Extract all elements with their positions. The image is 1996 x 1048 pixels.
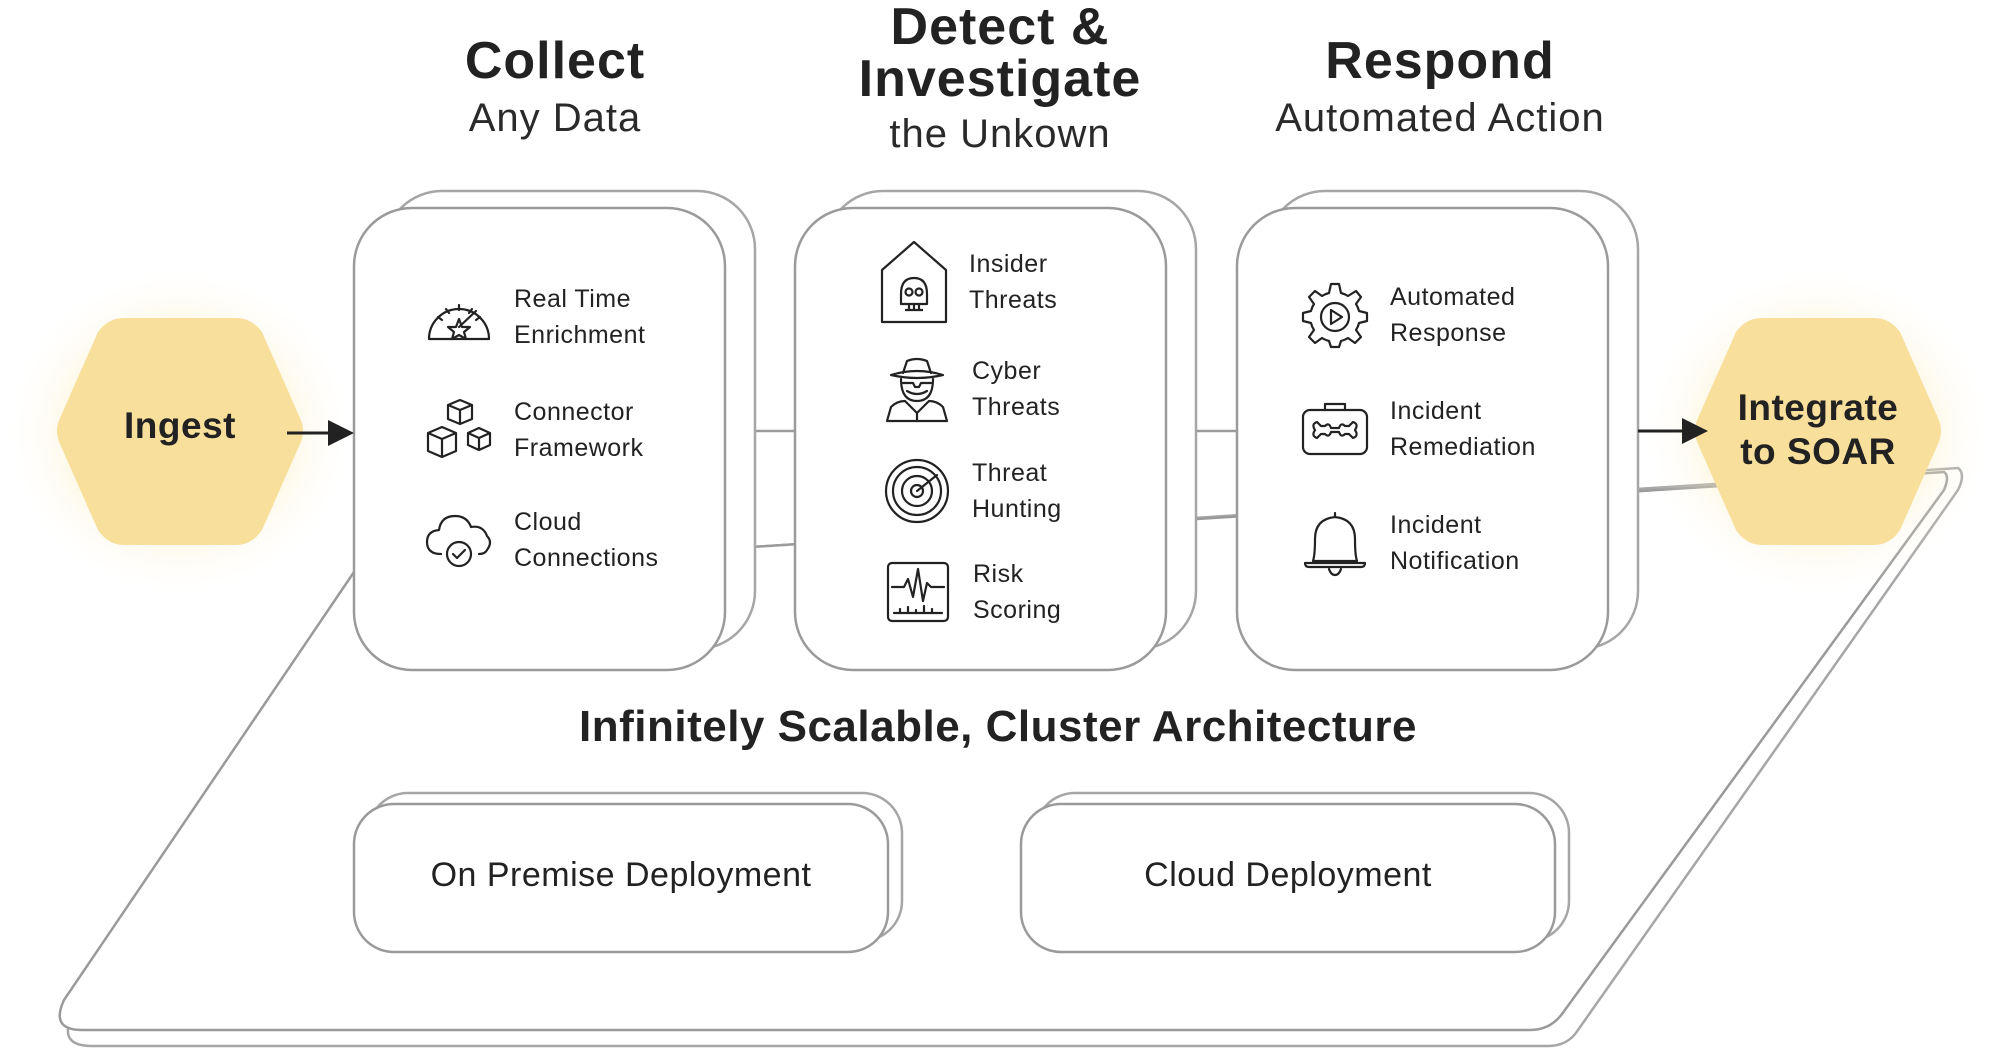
detect-item-insider-threats: Insider Threats: [877, 240, 1058, 324]
item-line1: Insider: [969, 250, 1048, 278]
item-line1: Risk: [973, 560, 1024, 588]
bell-icon: [1298, 506, 1372, 580]
item-line1: Automated: [1390, 283, 1516, 311]
detect-item-risk-scoring: Risk Scoring: [881, 555, 1061, 629]
gear-play-icon: [1298, 278, 1372, 352]
collect-item-cloud-connections: Cloud Connections: [422, 503, 658, 577]
item-line1: Connector: [514, 398, 634, 426]
soar-label-line1: Integrate: [1737, 387, 1899, 428]
heartbeat-chart-icon: [881, 555, 955, 629]
soar-label: Integrate to SOAR: [1708, 386, 1928, 474]
respond-subtitle: Automated Action: [1275, 96, 1605, 140]
toolbox-icon: [1298, 392, 1372, 466]
respond-item-incident-remediation: Incident Remediation: [1298, 392, 1536, 466]
item-line2: Enrichment: [514, 321, 646, 349]
cloud-check-icon: [422, 503, 496, 577]
cluster-architecture-title: Infinitely Scalable, Cluster Architectur…: [578, 702, 1417, 751]
detect-item-threat-hunting: Threat Hunting: [880, 454, 1062, 528]
item-line2: Response: [1390, 319, 1507, 347]
item-line2: Scoring: [973, 596, 1062, 624]
respond-card: [1235, 206, 1610, 672]
ingest-hexagon: [57, 318, 303, 545]
respond-item-automated-response: Automated Response: [1298, 278, 1515, 352]
item-line1: Incident: [1390, 397, 1482, 425]
collect-subtitle: Any Data: [468, 96, 642, 140]
item-line2: Connections: [514, 544, 659, 572]
cloud-deployment-label: Cloud Deployment: [1144, 856, 1432, 894]
item-line1: Real Time: [514, 285, 632, 313]
ingest-label: Ingest: [124, 405, 236, 446]
item-line1: Incident: [1390, 511, 1482, 539]
cloud-box: [1019, 802, 1557, 954]
ingest-arrow-head: [328, 420, 354, 446]
respond-title: Respond: [1325, 32, 1555, 90]
item-line2: Remediation: [1390, 433, 1536, 461]
radar-icon: [880, 454, 954, 528]
collect-item-connector-framework: Connector Framework: [422, 393, 644, 467]
item-line1: Cyber: [972, 357, 1042, 385]
cubes-icon: [422, 393, 496, 467]
detect-item-cyber-threats: Cyber Threats: [880, 352, 1060, 426]
detect-title-line1: Detect &: [890, 0, 1110, 56]
item-line1: Threat: [972, 459, 1048, 487]
skull-house-icon: [877, 240, 951, 324]
respond-item-incident-notification: Incident Notification: [1298, 506, 1520, 580]
detect-title-line2: Investigate: [858, 50, 1142, 108]
item-line2: Framework: [514, 434, 644, 462]
spy-icon: [880, 352, 954, 426]
on-premise-deployment-label: On Premise Deployment: [430, 856, 812, 894]
item-line1: Cloud: [514, 508, 582, 536]
soar-arrow-head: [1682, 418, 1708, 444]
on-premise-box: [352, 802, 890, 954]
soar-hexagon: [1695, 318, 1941, 545]
detect-card: [793, 206, 1168, 672]
collect-title: Collect: [464, 32, 646, 90]
item-line2: Threats: [972, 393, 1061, 421]
soar-label-line2: to SOAR: [1740, 431, 1896, 472]
item-line2: Threats: [969, 286, 1058, 314]
item-line2: Notification: [1390, 547, 1520, 575]
detect-subtitle: the Unkown: [889, 112, 1111, 156]
collect-item-real-time-enrichment: Real Time Enrichment: [422, 280, 645, 354]
item-line2: Hunting: [972, 495, 1062, 523]
gauge-icon: [422, 280, 496, 354]
